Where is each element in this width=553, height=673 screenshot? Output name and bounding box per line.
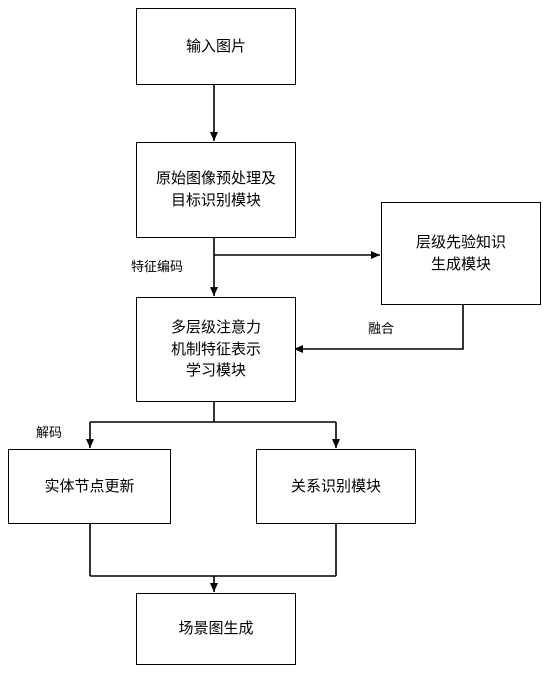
node-relation-recognition-label: 关系识别模块 bbox=[290, 476, 381, 495]
node-preprocess-detection: 原始图像预处理及 目标识别模块 bbox=[136, 142, 296, 238]
node-scene-graph: 场景图生成 bbox=[136, 593, 296, 665]
node-input-image-label: 输入图片 bbox=[185, 36, 246, 55]
node-input-image: 输入图片 bbox=[136, 8, 296, 85]
node-entity-update: 实体节点更新 bbox=[8, 449, 171, 524]
node-entity-update-label: 实体节点更新 bbox=[44, 476, 135, 495]
node-scene-graph-label: 场景图生成 bbox=[178, 619, 254, 638]
node-prior-knowledge: 层级先验知识 生成模块 bbox=[381, 202, 541, 305]
node-relation-recognition: 关系识别模块 bbox=[256, 449, 416, 524]
node-attention-learning: 多层级注意力 机制特征表示 学习模块 bbox=[136, 297, 296, 402]
label-fusion: 融合 bbox=[368, 322, 395, 337]
arrow-prior-fuse-to-attention bbox=[294, 305, 464, 353]
label-feature-encoding: 特征编码 bbox=[131, 260, 184, 275]
node-attention-learning-label: 多层级注意力 机制特征表示 学习模块 bbox=[170, 317, 261, 380]
node-preprocess-detection-label: 原始图像预处理及 目标识别模块 bbox=[155, 169, 276, 209]
label-decoding: 解码 bbox=[36, 426, 63, 441]
node-prior-knowledge-label: 层级先验知识 生成模块 bbox=[415, 232, 506, 273]
